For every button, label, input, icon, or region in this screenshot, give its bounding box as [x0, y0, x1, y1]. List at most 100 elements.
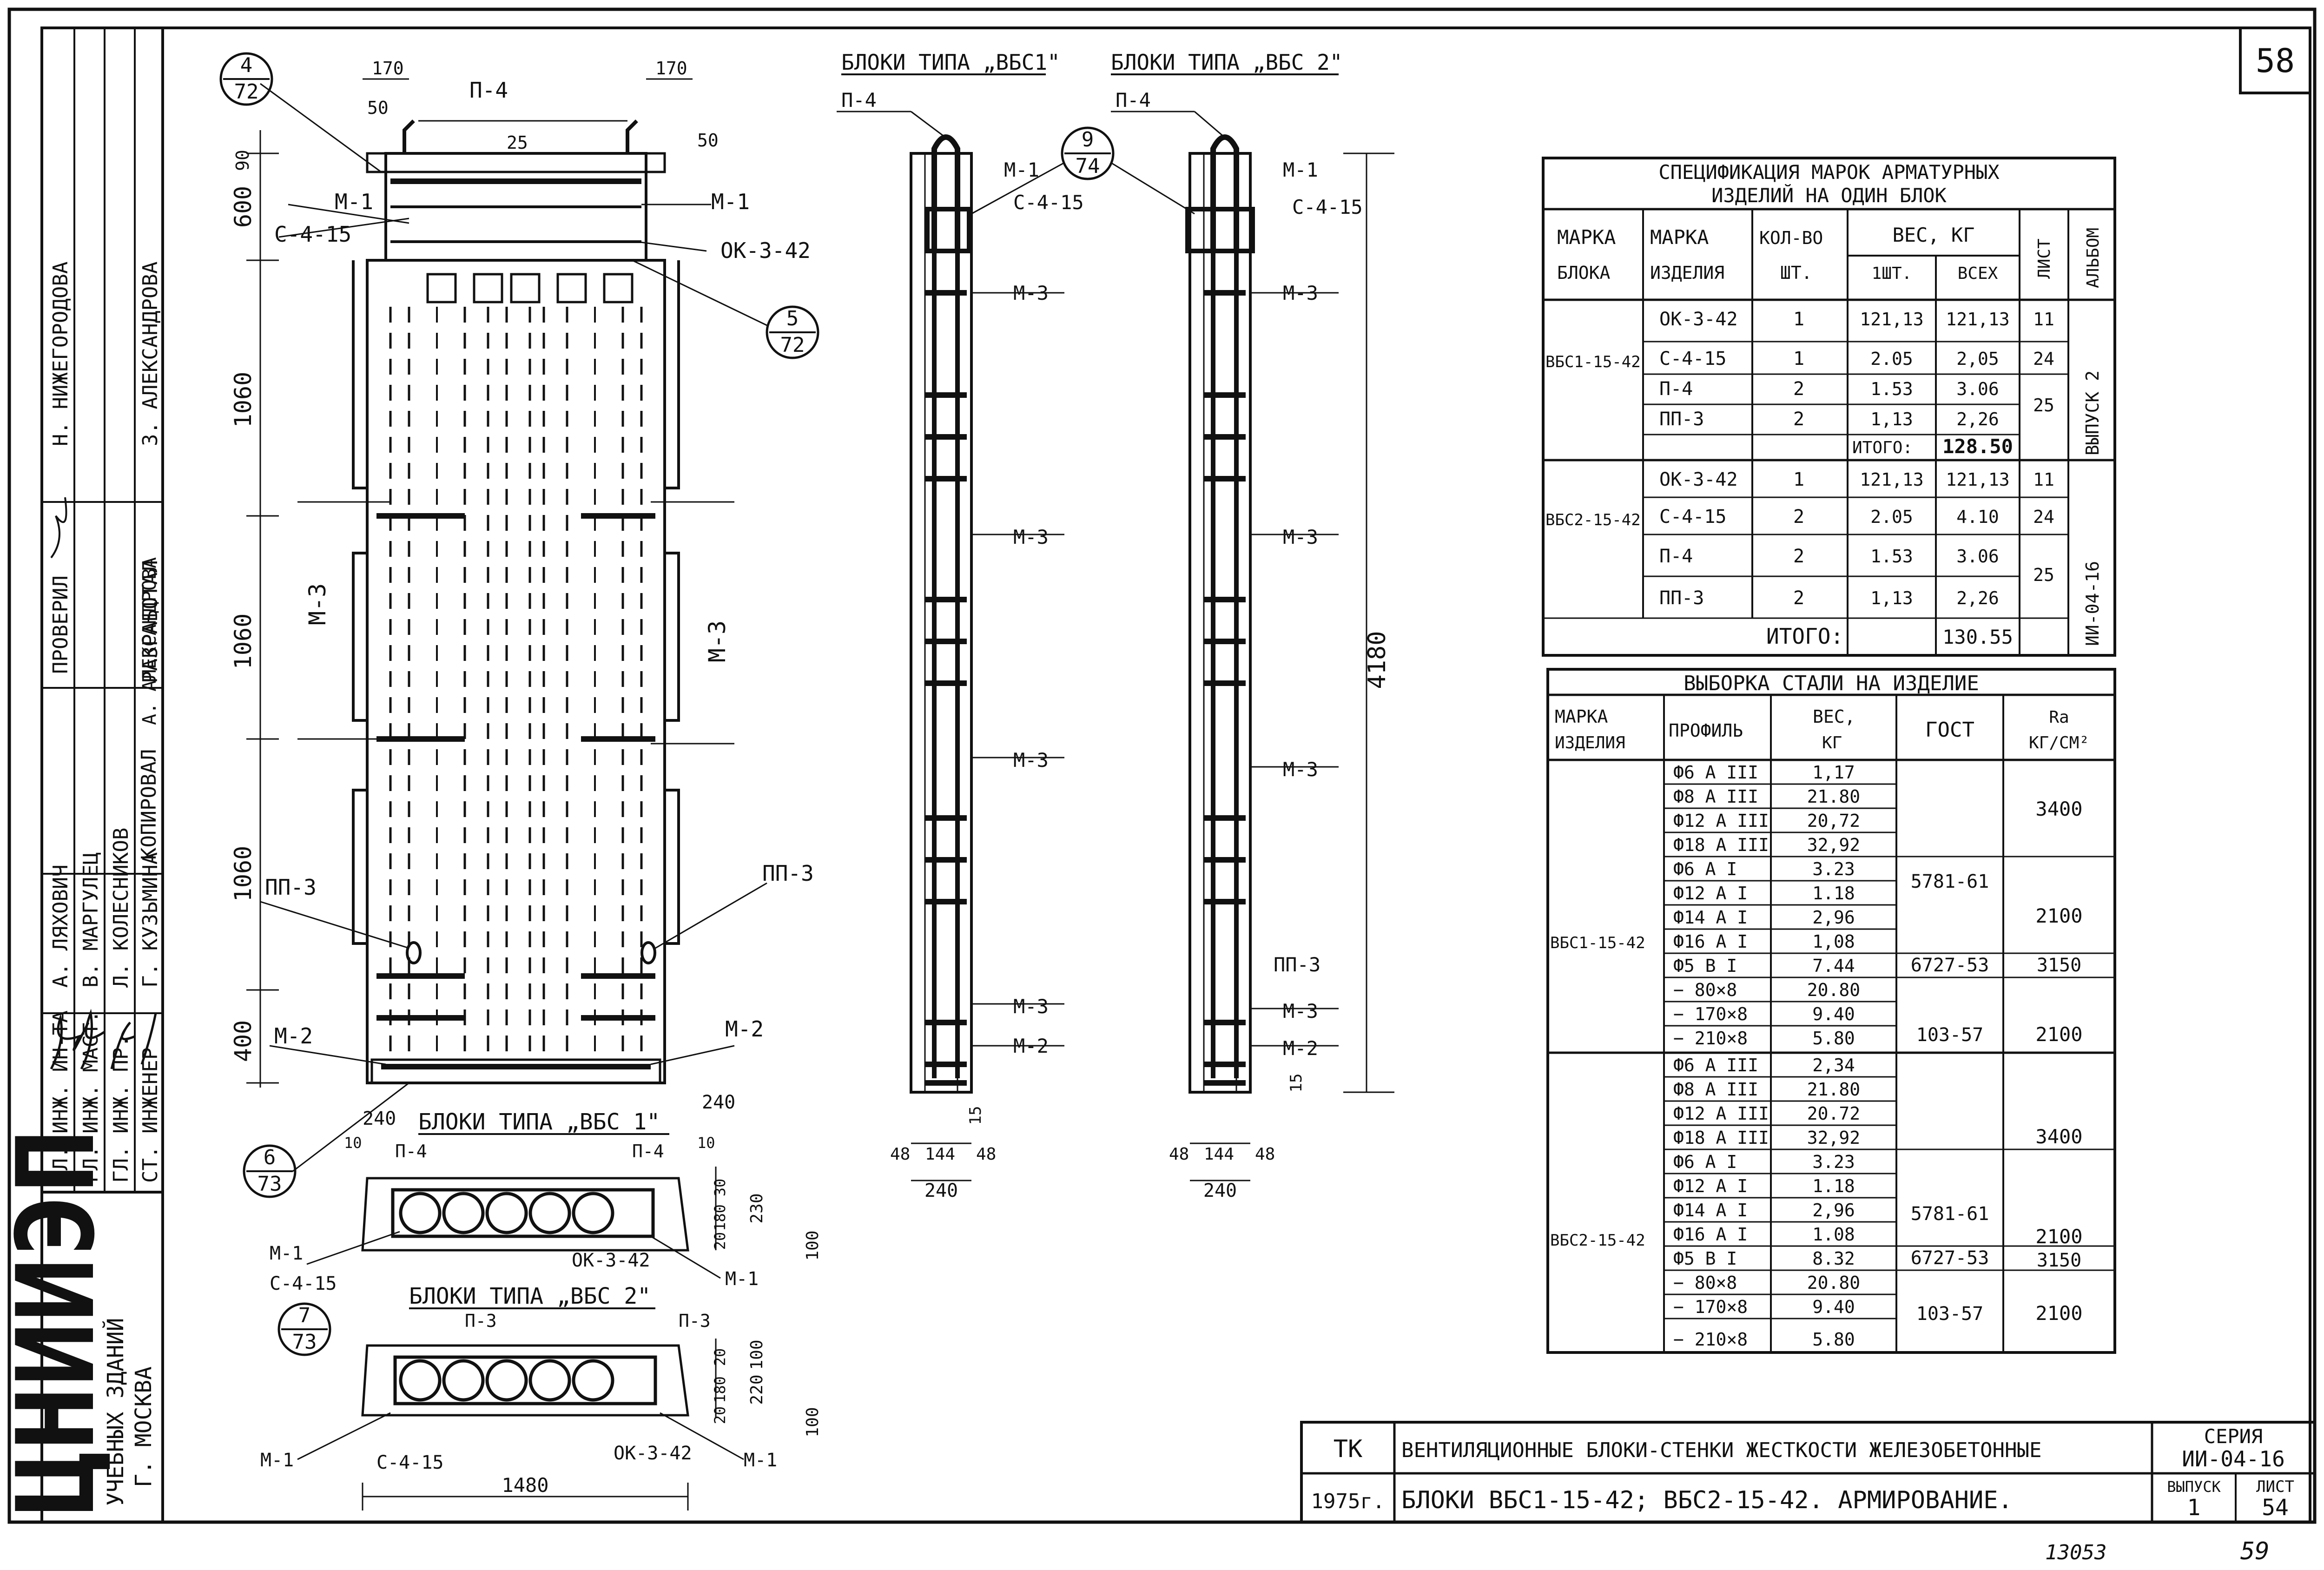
- side2-dim-48-l: 48: [1169, 1145, 1189, 1164]
- spec-h3b: ШТ.: [1780, 263, 1812, 283]
- label-m2-left: М-2: [274, 1023, 313, 1049]
- title-block: ТК 1975г. ВЕНТИЛЯЦИОННЫЕ БЛОКИ-СТЕНКИ ЖЕ…: [1300, 1421, 2316, 1524]
- spec-total2-label: ИТОГО:: [1766, 624, 1843, 649]
- signature-5: [50, 497, 67, 559]
- steel-r1-w-9: 20.80: [1807, 980, 1860, 1000]
- side1-m3-b: М-3: [1013, 526, 1049, 548]
- steel-r1-w-10: 9.40: [1812, 1004, 1855, 1024]
- steel-r1-gost-3: 103-57: [1916, 1024, 1984, 1046]
- s1-p4-left: П-4: [395, 1141, 427, 1161]
- spec-h2b: ИЗДЕЛИЯ: [1650, 263, 1724, 283]
- spec-h2a: МАРКА: [1650, 226, 1709, 249]
- steel-r1-w-5: 1.18: [1812, 883, 1855, 904]
- s2-dim-20-top: 20: [711, 1348, 729, 1366]
- s2-m1-right: М-1: [744, 1450, 777, 1471]
- side-bubble-9: 9 74: [971, 126, 1195, 215]
- steel-r1-p-5: Ф12 А I: [1673, 883, 1748, 904]
- dim-1060-a: 1060: [230, 372, 257, 428]
- steel-r2-p-8: Ф5 В I: [1673, 1248, 1737, 1269]
- spec-r2-w1-3: 1,13: [1870, 588, 1913, 608]
- spec-r2-item-3: ПП-3: [1659, 587, 1704, 609]
- steel-r2-w-2: 20.72: [1807, 1103, 1860, 1124]
- spec-r1-sheet-2: 25: [2033, 395, 2054, 416]
- steel-r1-w-4: 3.23: [1812, 859, 1855, 879]
- tb-issue-value: 1: [2187, 1495, 2201, 1521]
- steel-r2-w-6: 2,96: [1812, 1200, 1855, 1220]
- bubble-side-den: 74: [1076, 154, 1100, 178]
- stamp-copied-name: З. АЛЕКСАНДРОВА: [139, 262, 162, 446]
- dim-240-left: 240: [363, 1108, 396, 1129]
- steel-r1-w-0: 1,17: [1812, 762, 1855, 783]
- stamp-copied-label: КОПИРОВАЛ: [137, 749, 161, 860]
- steel-r2-p-5: Ф12 А I: [1673, 1176, 1748, 1196]
- stamp-checked-label: ПРОВЕРИЛ: [49, 575, 73, 674]
- label-p4-top: П-4: [469, 78, 508, 103]
- steel-r1-p-10: − 170×8: [1673, 1004, 1748, 1024]
- steel-title: ВЫБОРКА СТАЛИ НА ИЗДЕЛИЕ: [1684, 672, 1979, 695]
- section-title-1: БЛОКИ ТИПА „ВБС 1": [418, 1109, 660, 1135]
- side1-dim-48-l: 48: [890, 1145, 910, 1164]
- stamp-checked-name: Н. НИЖЕГОРОДОВА: [49, 262, 73, 446]
- dim-400: 400: [230, 1020, 257, 1062]
- bubble-lower2-num: 7: [298, 1304, 311, 1327]
- s1-m1-left: М-1: [270, 1243, 303, 1264]
- steel-r2-ra-3: 3150: [2037, 1250, 2081, 1271]
- side1-m3-c: М-3: [1013, 749, 1049, 772]
- steel-r1-p-4: Ф6 А I: [1673, 859, 1737, 879]
- steel-r2-p-6: Ф14 А I: [1673, 1200, 1748, 1220]
- side2-pp3: ПП-3: [1274, 953, 1320, 976]
- spec-block2: ВБС2-15-42: [1545, 511, 1641, 529]
- spec-r2-item-1: С-4-15: [1659, 506, 1727, 528]
- steel-r2-ra-2: 2100: [2035, 1225, 2082, 1248]
- tb-title1: ВЕНТИЛЯЦИОННЫЕ БЛОКИ-СТЕНКИ ЖЕСТКОСТИ ЖЕ…: [1401, 1438, 2042, 1462]
- bottom-left-note: 13053: [2045, 1541, 2106, 1564]
- s2-c415: С-4-15: [376, 1452, 444, 1473]
- dim-600: 600: [230, 186, 257, 228]
- steel-h3b: КГ: [1822, 733, 1842, 752]
- s2-dim-180: 180: [711, 1376, 729, 1403]
- steel-h2: ПРОФИЛЬ: [1669, 720, 1743, 741]
- steel-r2-w-3: 32,92: [1807, 1128, 1860, 1148]
- s1-m1-right: М-1: [725, 1268, 759, 1290]
- tb-tk: ТК: [1334, 1435, 1363, 1463]
- steel-r2-w-9: 20.80: [1807, 1273, 1860, 1293]
- steel-h3a: ВЕС,: [1813, 706, 1855, 727]
- steel-r2-p-0: Ф6 А III: [1673, 1055, 1758, 1075]
- spec-r2-sheet-2: 25: [2033, 565, 2054, 585]
- spec-r2-sheet-0: 11: [2033, 469, 2054, 490]
- label-m3-left: М-3: [304, 583, 331, 625]
- side1-c415: С-4-15: [1013, 191, 1084, 214]
- spec-r2-qty-3: 2: [1793, 587, 1804, 609]
- spec-album2: ИИ-04-16: [2082, 561, 2103, 646]
- side2-p4: П-4: [1116, 89, 1151, 112]
- steel-r1-p-2: Ф12 А III: [1673, 811, 1769, 831]
- label-pp3-left: ПП-3: [265, 875, 317, 900]
- steel-table: ВЫБОРКА СТАЛИ НА ИЗДЕЛИЕ МАРКА ИЗДЕЛИЯ П…: [1546, 668, 2116, 1354]
- steel-r2-w-11: 5.80: [1812, 1329, 1855, 1350]
- side-view-1: БЛОКИ ТИПА „ВБС1" П-4 М-1 С-4-15 М-3 М-3…: [837, 50, 1084, 1201]
- steel-rows-1: Ф6 А III 1,17 Ф8 А III 21.80 Ф12 А III 2…: [1664, 762, 2115, 1049]
- steel-r1-ra-1: 3400: [2035, 798, 2082, 820]
- spec-r1-w1-0: 121,13: [1860, 309, 1923, 330]
- steel-r2-ra-1: 3400: [2035, 1125, 2082, 1148]
- side1-m3-d: М-3: [1013, 995, 1049, 1018]
- side1-dim-48-r: 48: [976, 1145, 996, 1164]
- bubble-lower-num: 6: [264, 1146, 276, 1169]
- dim-1060-b: 1060: [230, 613, 257, 669]
- label-m2-right: М-2: [725, 1016, 764, 1042]
- side2-m1: М-1: [1283, 158, 1318, 181]
- steel-block2: ВБС2-15-42: [1550, 1231, 1645, 1250]
- steel-r1-p-9: − 80×8: [1673, 980, 1737, 1000]
- spec-r1-item-3: ПП-3: [1659, 409, 1704, 430]
- steel-r2-gost-3: 103-57: [1916, 1303, 1984, 1325]
- side2-dim-15: 15: [1287, 1074, 1306, 1093]
- steel-h1b: ИЗДЕЛИЯ: [1555, 733, 1625, 752]
- spec-r1-wall-3: 2,26: [1956, 409, 1999, 429]
- stamp-name-4: Г. КУЗЬМИНА: [139, 852, 162, 988]
- main-elevation: 4 72 5 72 П-4 М-1 С-4-15 М-1 ОК-3-42 25 …: [219, 52, 819, 1198]
- side1-p4: П-4: [841, 89, 877, 112]
- bottom-right-note: 59: [2240, 1537, 2270, 1565]
- spec-r2-qty-1: 2: [1793, 506, 1804, 528]
- spec-r2-qty-0: 1: [1793, 469, 1804, 490]
- spec-r1-item-0: ОК-3-42: [1659, 309, 1738, 330]
